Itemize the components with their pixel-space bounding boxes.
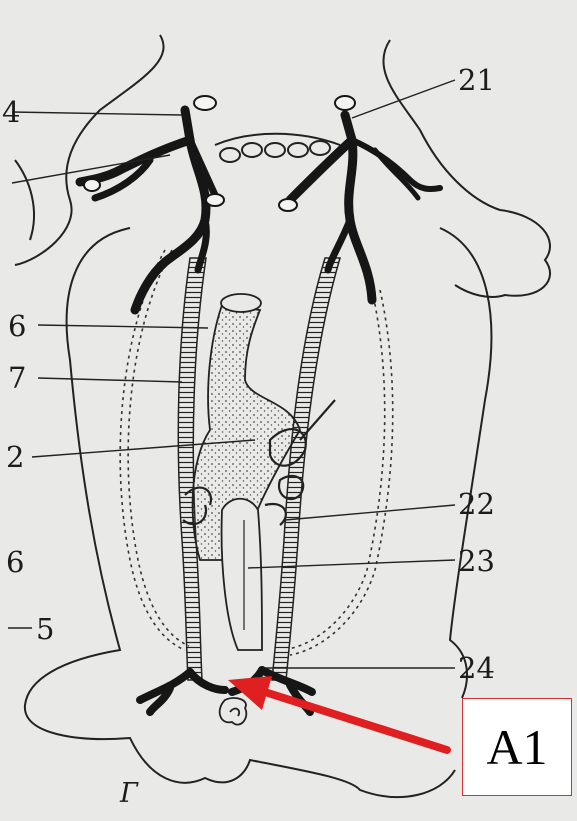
label-7: 7 xyxy=(8,364,26,393)
label-2: 2 xyxy=(6,443,24,472)
label-21: 21 xyxy=(458,66,495,95)
label-6-upper: 6 xyxy=(8,312,26,341)
label-6-lower: 6 xyxy=(6,548,24,577)
callout-box-a1: A1 xyxy=(462,698,572,796)
label-22: 22 xyxy=(458,490,495,519)
bottom-knot xyxy=(220,698,247,725)
callout-arrow xyxy=(228,676,447,750)
label-5: 5 xyxy=(36,615,54,644)
label-23: 23 xyxy=(458,547,495,576)
label-24: 24 xyxy=(458,654,495,683)
callout-text: A1 xyxy=(486,718,547,776)
upper-vessels xyxy=(80,110,440,310)
vessel-chain xyxy=(215,134,340,162)
figure-letter: Г xyxy=(120,778,138,809)
label-left-top-partial: 4 xyxy=(2,98,20,127)
